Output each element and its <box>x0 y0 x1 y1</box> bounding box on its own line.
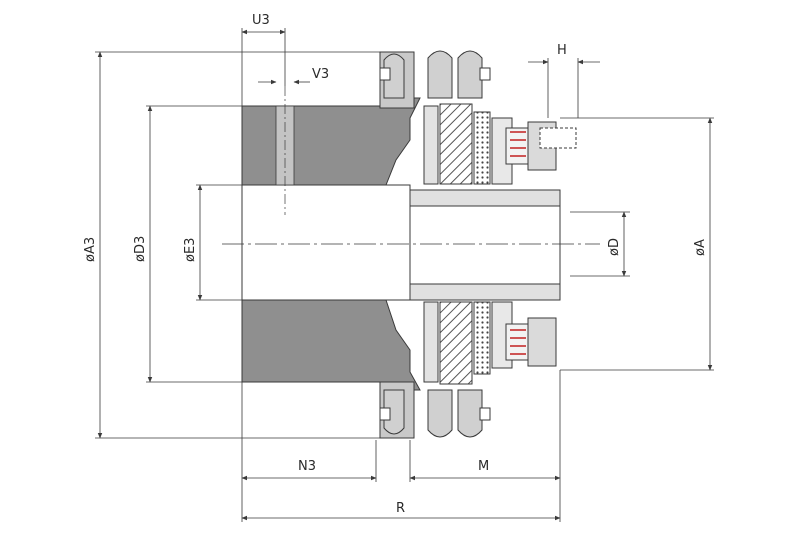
hub-bore <box>241 184 411 301</box>
dimension-lines <box>95 28 714 522</box>
inner-assembly <box>409 103 577 385</box>
hub-lower <box>241 299 421 391</box>
label-d: øD <box>607 238 622 256</box>
left-hub <box>241 51 421 439</box>
label-d3: øD3 <box>133 236 148 262</box>
label-u3: U3 <box>252 13 270 28</box>
label-a3: øA3 <box>83 237 98 262</box>
dimension-labels: U3 V3 H øA3 øD3 øE3 øD øA N3 M R <box>83 13 708 516</box>
label-r: R <box>396 501 405 516</box>
chain-sprockets <box>379 50 491 438</box>
label-v3: V3 <box>312 67 329 82</box>
label-h: H <box>557 43 567 58</box>
label-m: M <box>478 459 489 474</box>
label-e3: øE3 <box>183 238 198 262</box>
label-a: øA <box>693 239 708 256</box>
hub-upper <box>241 97 421 186</box>
label-n3: N3 <box>298 459 316 474</box>
